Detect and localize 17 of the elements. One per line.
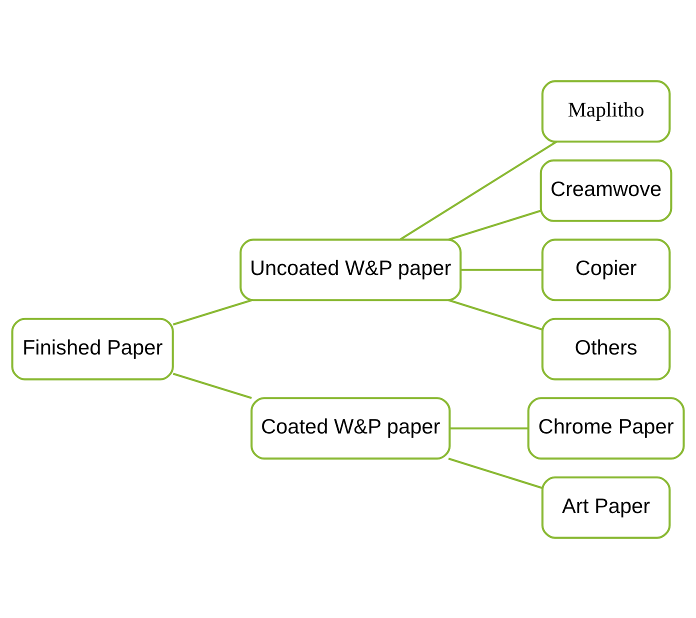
node-box: Art Paper [541,476,671,538]
connector [448,457,543,488]
connector [172,372,252,399]
connector [172,298,252,325]
node-box: Coated W&P paper [250,396,451,460]
node-box: Finished Paper [11,317,174,380]
connector [400,140,558,240]
connector [448,209,542,240]
connector [460,268,542,270]
connector [448,298,543,330]
node-box: Others [541,317,671,380]
node-box: Chrome Paper [527,396,685,460]
node-box: Maplitho [541,80,671,142]
node-box: Creamwove [540,158,672,222]
node-box: Uncoated W&P paper [240,238,462,301]
node-box: Copier [541,238,671,301]
connector [450,426,528,429]
